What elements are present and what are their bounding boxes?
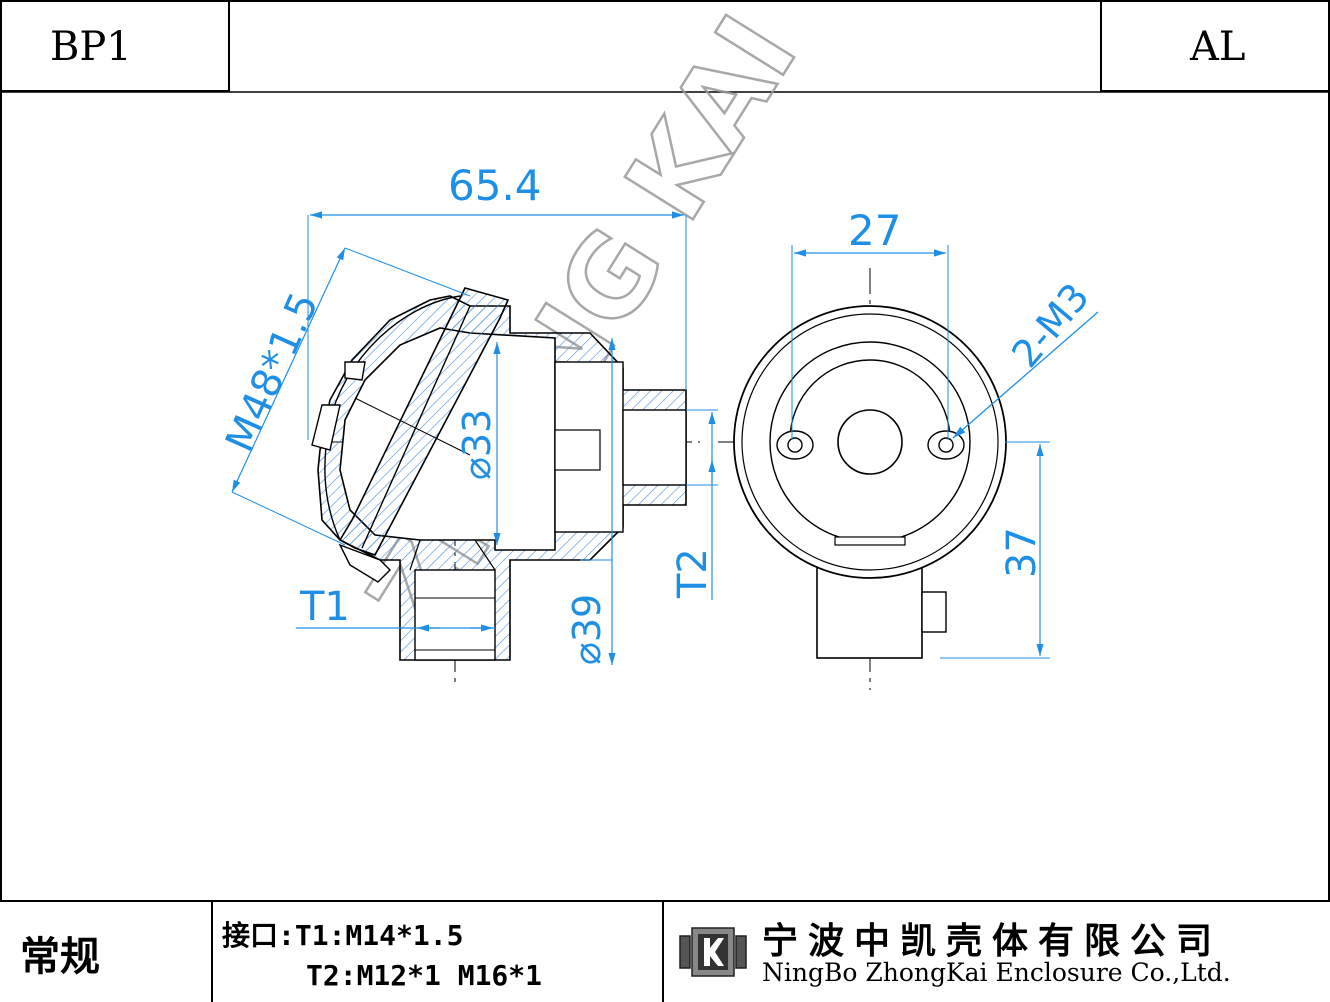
dim-outer-dia: ⌀39 <box>565 594 609 665</box>
interface-t2: T2:M12*1 M16*1 <box>306 959 543 992</box>
title-block: 常规 接口:T1:M14*1.5 T2:M12*1 M16*1 宁波中凯壳体有限… <box>0 900 1330 1002</box>
company-name-en: NingBo ZhongKai Enclosure Co.,Ltd. <box>762 958 1231 987</box>
category-label: 常规 <box>20 934 100 980</box>
dim-cover-thread: M48*1.5 <box>217 286 328 459</box>
company-name-cn: 宁波中凯壳体有限公司 <box>762 921 1223 962</box>
section-view: 65.4 M48*1.5 ⌀33 ⌀39 T2 T1 <box>217 161 718 685</box>
interface-spec: 接口:T1:M14*1.5 T2:M12*1 M16*1 <box>222 916 542 996</box>
interface-t1: 接口:T1:M14*1.5 <box>222 919 464 952</box>
dim-neck-height: 37 <box>999 527 1045 578</box>
title-divider-2 <box>662 902 664 1002</box>
dim-mount-spacing: 27 <box>848 206 901 255</box>
top-view: 27 2-M3 37 <box>718 206 1099 690</box>
model-code-cell: BP1 <box>0 0 230 92</box>
dim-width-overall: 65.4 <box>448 161 542 210</box>
dim-port-t1: T1 <box>299 584 350 630</box>
company-logo-icon <box>679 927 747 977</box>
material-code: AL <box>1190 24 1246 70</box>
model-code: BP1 <box>50 24 132 70</box>
title-divider-1 <box>211 902 213 1002</box>
material-cell: AL <box>1100 0 1330 92</box>
technical-drawing: ZHONG KAI <box>0 0 1330 900</box>
dim-inner-dia: ⌀33 <box>455 409 499 480</box>
dim-port-t2: T2 <box>670 548 716 599</box>
